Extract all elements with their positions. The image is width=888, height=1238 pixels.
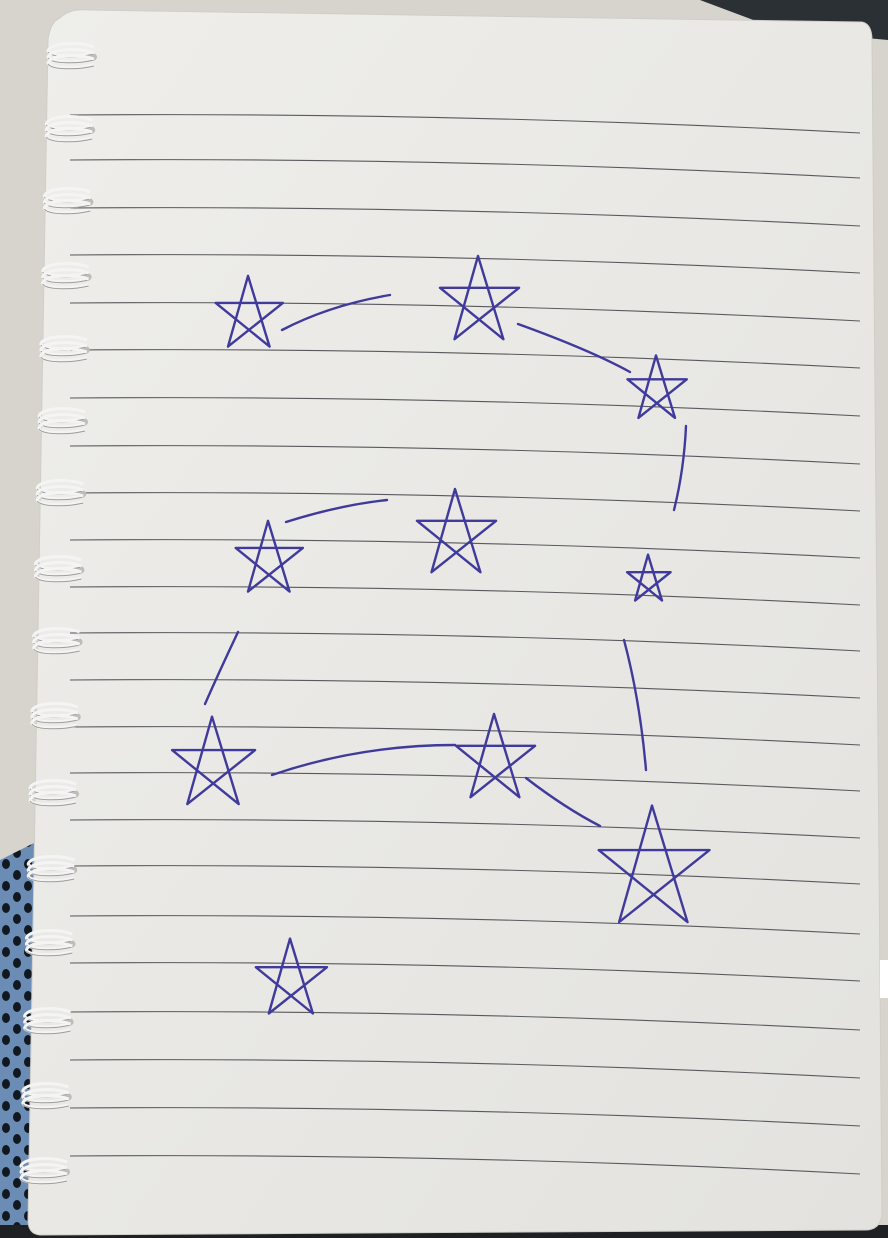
- ruled-line: [69, 1011, 861, 1031]
- ruled-line: [69, 586, 861, 606]
- ruled-line: [69, 1107, 861, 1127]
- hand-drawn-star: [626, 354, 688, 420]
- spiral-ring: [30, 702, 81, 730]
- ruled-line: [69, 1059, 861, 1079]
- ruled-line: [69, 445, 861, 465]
- spiral-ring: [26, 855, 78, 883]
- spiral-ring: [46, 42, 97, 70]
- hand-drawn-star: [415, 487, 498, 574]
- ruled-line: [69, 254, 861, 274]
- hand-drawn-star: [234, 519, 305, 593]
- hand-drawn-star: [254, 937, 329, 1015]
- spiral-binding: [19, 42, 97, 1185]
- hand-drawn-star: [170, 715, 257, 806]
- connecting-stroke: [284, 498, 389, 524]
- ruled-line: [69, 159, 861, 179]
- connecting-stroke: [622, 638, 648, 772]
- ruled-line: [69, 114, 861, 134]
- ruled-line: [69, 726, 861, 746]
- spiral-ring: [23, 1007, 74, 1035]
- hand-drawn-star: [454, 712, 537, 799]
- connecting-stroke: [516, 322, 632, 374]
- ruled-line: [69, 492, 861, 512]
- hand-drawn-star: [597, 804, 711, 924]
- hand-drawn-star: [625, 553, 672, 602]
- connecting-stroke: [203, 630, 240, 706]
- spiral-ring: [35, 479, 87, 507]
- ruled-line: [69, 962, 861, 982]
- connecting-stroke: [280, 293, 392, 332]
- ruled-line: [69, 207, 861, 227]
- spiral-ring: [41, 262, 92, 290]
- ruled-line: [69, 397, 861, 417]
- spiral-ring: [42, 187, 94, 215]
- ruled-line: [69, 865, 861, 885]
- ruled-line: [69, 679, 861, 699]
- connecting-stroke: [524, 776, 602, 828]
- ruled-line: [69, 915, 861, 935]
- spiral-ring: [28, 779, 79, 807]
- ruled-line: [69, 632, 861, 652]
- notebook-page: [27, 9, 883, 1236]
- spiral-ring: [32, 627, 83, 655]
- hand-drawn-star: [214, 274, 285, 348]
- ruled-line: [69, 1155, 861, 1175]
- spiral-ring: [44, 115, 96, 143]
- spiral-ring: [37, 407, 88, 435]
- spiral-ring: [24, 929, 76, 957]
- ruled-lines: [69, 114, 861, 1175]
- spiral-ring: [19, 1157, 70, 1185]
- spiral-ring: [39, 335, 90, 363]
- ruled-line: [69, 349, 861, 369]
- ruled-line: [69, 539, 861, 559]
- hand-drawn-star: [438, 254, 521, 341]
- ruled-line: [69, 819, 861, 839]
- connecting-stroke: [672, 424, 688, 512]
- connecting-stroke: [270, 743, 457, 777]
- spiral-ring: [21, 1082, 72, 1110]
- page-edge-notch: [880, 960, 888, 998]
- ruled-line: [69, 772, 861, 792]
- spiral-ring: [33, 555, 85, 583]
- star-drawing: [170, 254, 711, 1015]
